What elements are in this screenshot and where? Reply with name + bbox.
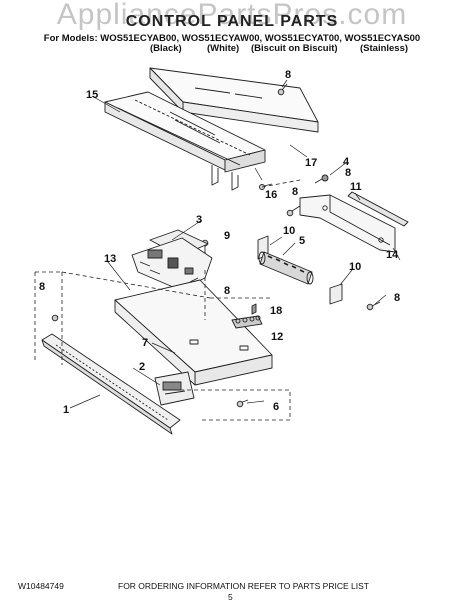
callout-14: 14: [386, 249, 399, 261]
part-12-terminal-block: [231, 303, 263, 329]
callout-10-upper: 10: [283, 225, 295, 237]
callout-18: 18: [270, 305, 282, 317]
part-13-control-tray: [114, 279, 273, 386]
callout-2: 2: [139, 361, 145, 373]
watermark: AppliancePartsPros.com: [56, 0, 408, 31]
callout-4: 4: [343, 156, 350, 168]
callout-15: 15: [86, 89, 98, 101]
part-14-side-bracket: [299, 194, 396, 253]
part-1-control-panel: [41, 333, 181, 435]
callout-3: 3: [196, 214, 202, 226]
callout-11: 11: [350, 181, 362, 193]
part-2-display-board: [154, 371, 195, 406]
color-variants: (Black) (White) (Biscuit on Biscuit) (St…: [0, 43, 464, 55]
variant-white: (White): [207, 43, 240, 54]
callout-10-lower: 10: [349, 261, 361, 273]
callout-7: 7: [142, 337, 148, 349]
part-3-control-board: [131, 229, 213, 291]
leader-lines: [69, 79, 401, 409]
variant-stainless: (Stainless): [360, 43, 409, 54]
callout-8-top: 8: [285, 69, 291, 81]
callout-13: 13: [104, 253, 116, 265]
page-title: CONTROL PANEL PARTS: [125, 13, 339, 30]
callout-1: 1: [63, 404, 69, 416]
callout-16: 16: [265, 189, 277, 201]
variant-biscuit: (Biscuit on Biscuit): [251, 43, 338, 54]
callout-8-right: 8: [345, 167, 351, 179]
variant-black: (Black): [150, 43, 182, 54]
callout-numbers: 1 2 3 4 5 6 7 8 8 8 8 8 8 9 10 10 11 12 …: [39, 69, 400, 416]
assembly-lines: [34, 179, 301, 421]
page-number: 5: [228, 592, 233, 602]
part-16-panel-rail: [104, 91, 266, 191]
part-11-trim-strip: [347, 191, 409, 227]
callout-8-mid: 8: [292, 186, 298, 198]
document-number: W10484749: [18, 581, 64, 591]
callout-6: 6: [273, 401, 279, 413]
ordering-note: FOR ORDERING INFORMATION REFER TO PARTS …: [118, 581, 369, 591]
callout-12: 12: [271, 331, 283, 343]
callout-8-center: 8: [224, 285, 230, 297]
model-list: For Models: WOS51ECYAB00, WOS51ECYAW00, …: [43, 33, 421, 44]
callout-17: 17: [305, 157, 317, 169]
callout-8-left: 8: [39, 281, 45, 293]
callout-5: 5: [299, 235, 305, 247]
callout-8-lower: 8: [394, 292, 400, 304]
part-5-choke: [258, 251, 314, 285]
part-17-top-cover: [149, 67, 319, 133]
callout-9: 9: [224, 230, 230, 242]
